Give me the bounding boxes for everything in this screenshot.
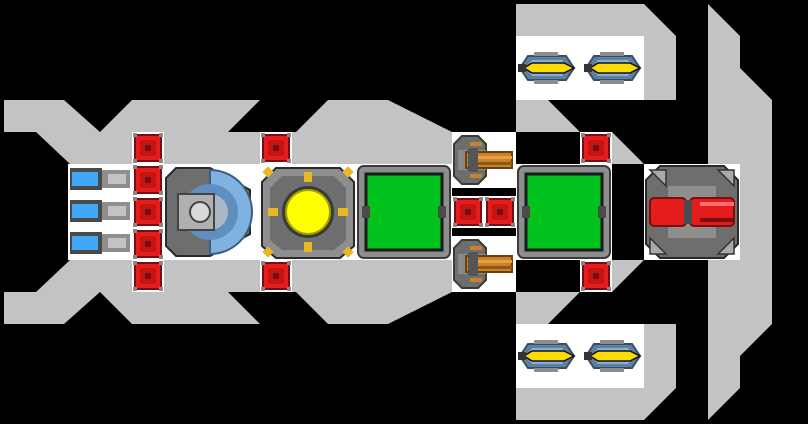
armor-block-icon[interactable] xyxy=(580,132,612,164)
thruster-icon[interactable] xyxy=(70,200,130,222)
armor-block-icon[interactable] xyxy=(260,132,292,164)
missile-launcher-icon[interactable] xyxy=(517,339,575,373)
missile-bank-top xyxy=(516,36,644,100)
missile-launcher-icon[interactable] xyxy=(583,51,641,85)
missile-bank-bottom xyxy=(516,324,644,388)
armor-block-icon[interactable] xyxy=(132,228,164,260)
cannon-turret-icon[interactable] xyxy=(451,235,517,293)
missile-launcher-icon[interactable] xyxy=(583,339,641,373)
armor-block-icon[interactable] xyxy=(132,164,164,196)
thruster-bank xyxy=(68,164,132,260)
cannon-turret-icon[interactable] xyxy=(451,131,517,189)
cargo-hold-icon[interactable] xyxy=(356,164,452,260)
reactor-icon[interactable] xyxy=(260,164,356,260)
shield-generator-icon[interactable] xyxy=(164,164,260,260)
armor-block-icon[interactable] xyxy=(580,260,612,292)
armor-column-left xyxy=(132,132,164,292)
cannon-column xyxy=(451,131,517,293)
armor-block-icon[interactable] xyxy=(132,132,164,164)
missile-launcher-icon[interactable] xyxy=(517,51,575,85)
armor-block-icon[interactable] xyxy=(452,196,484,228)
laser-turret-icon[interactable] xyxy=(644,164,740,260)
thruster-icon[interactable] xyxy=(70,232,130,254)
armor-block-icon[interactable] xyxy=(484,196,516,228)
cargo-hold-icon[interactable] xyxy=(516,164,612,260)
thruster-icon[interactable] xyxy=(70,168,130,190)
armor-block-icon[interactable] xyxy=(132,196,164,228)
armor-block-icon[interactable] xyxy=(260,260,292,292)
armor-block-icon[interactable] xyxy=(132,260,164,292)
